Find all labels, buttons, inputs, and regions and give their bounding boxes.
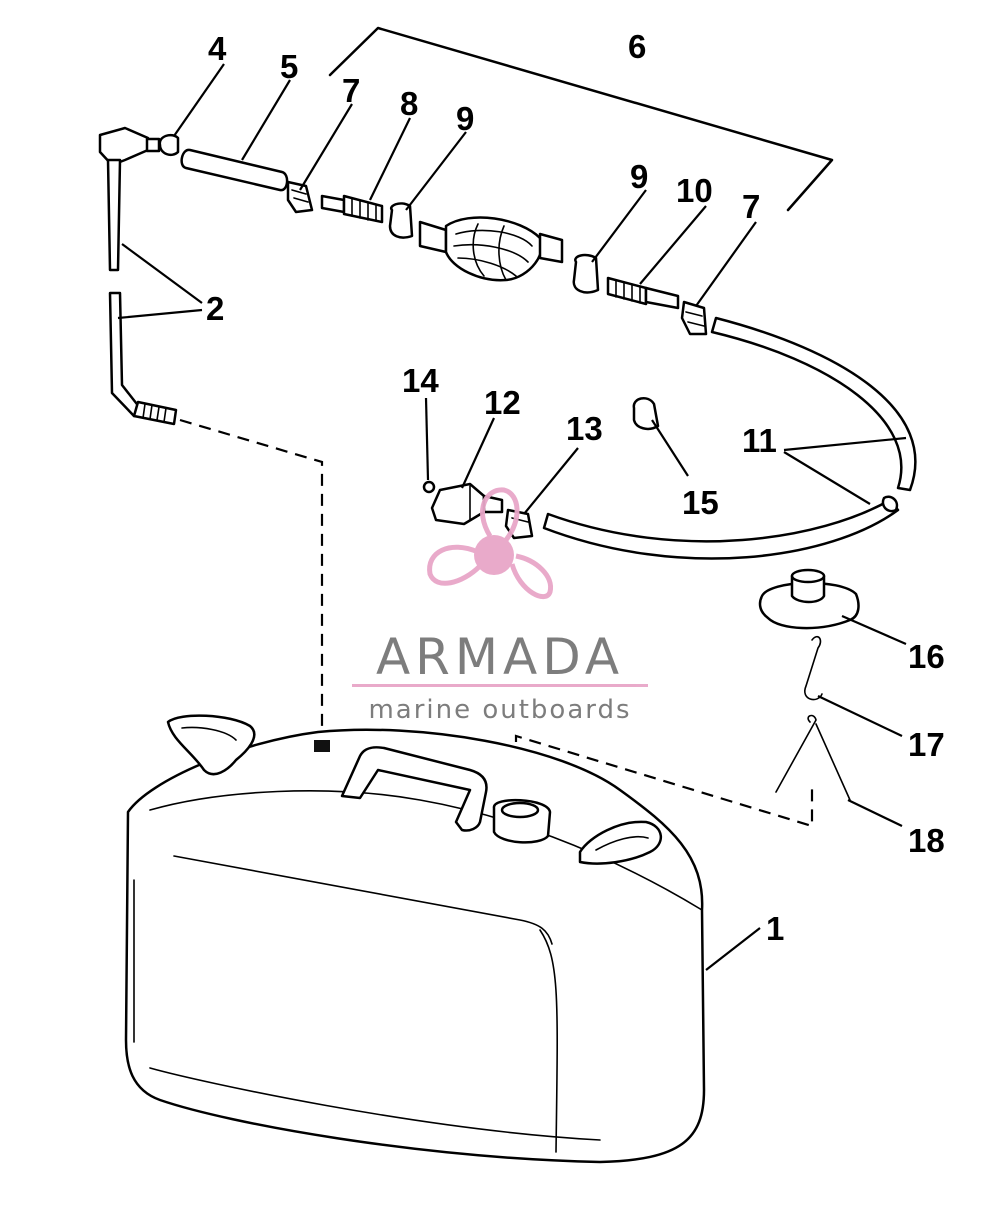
brand-name: ARMADA (376, 628, 624, 686)
brand-tagline: marine outboards (368, 695, 631, 725)
callout-4: 4 (208, 30, 227, 67)
brand-underline (352, 684, 648, 687)
clamp-7-right (680, 300, 708, 336)
clamp-4 (158, 133, 180, 157)
clamp-9-right (572, 253, 600, 294)
callout-12: 12 (484, 384, 521, 421)
callout-9-left: 9 (456, 100, 474, 137)
clamp-9-left (388, 202, 414, 239)
callout-8: 8 (400, 85, 418, 122)
callout-13: 13 (566, 410, 603, 447)
callout-9-right: 9 (630, 158, 648, 195)
fuel-tank-1 (124, 714, 706, 1164)
leader-lines (117, 63, 907, 971)
callout-11: 11 (742, 422, 777, 459)
callout-16: 16 (908, 638, 945, 675)
pickup-tube (98, 126, 178, 426)
callout-numbers: 4 5 7 8 9 6 9 10 7 2 14 12 13 11 15 16 1… (206, 28, 945, 947)
bracket-6 (328, 26, 834, 212)
primer-bulb (418, 216, 564, 282)
fuel-cap-16 (758, 568, 860, 630)
clamp-7-left (286, 180, 314, 214)
connector-10 (606, 276, 680, 310)
propeller-hub (474, 535, 514, 575)
connector-8 (320, 194, 384, 224)
callout-10: 10 (676, 172, 713, 209)
dash-pickup (179, 418, 324, 742)
hose-5 (180, 148, 289, 192)
callout-15: 15 (682, 484, 719, 521)
callout-6: 6 (628, 28, 646, 65)
hose-11 (542, 316, 917, 560)
callout-7-left: 7 (342, 72, 360, 109)
fitting-12 (430, 482, 504, 526)
callout-5: 5 (280, 48, 298, 85)
callout-2: 2 (206, 290, 224, 327)
armada-watermark: ARMADA marine outboards (352, 487, 648, 725)
callout-14: 14 (402, 362, 439, 399)
callout-1: 1 (766, 910, 784, 947)
hook-17 (804, 635, 823, 701)
o-ring-14 (422, 480, 436, 494)
hose-end (881, 495, 899, 513)
retainer-18 (775, 714, 851, 801)
callout-17: 17 (908, 726, 945, 763)
propeller-logo-icon (427, 487, 553, 600)
callout-18: 18 (908, 822, 945, 859)
callout-7-right: 7 (742, 188, 760, 225)
